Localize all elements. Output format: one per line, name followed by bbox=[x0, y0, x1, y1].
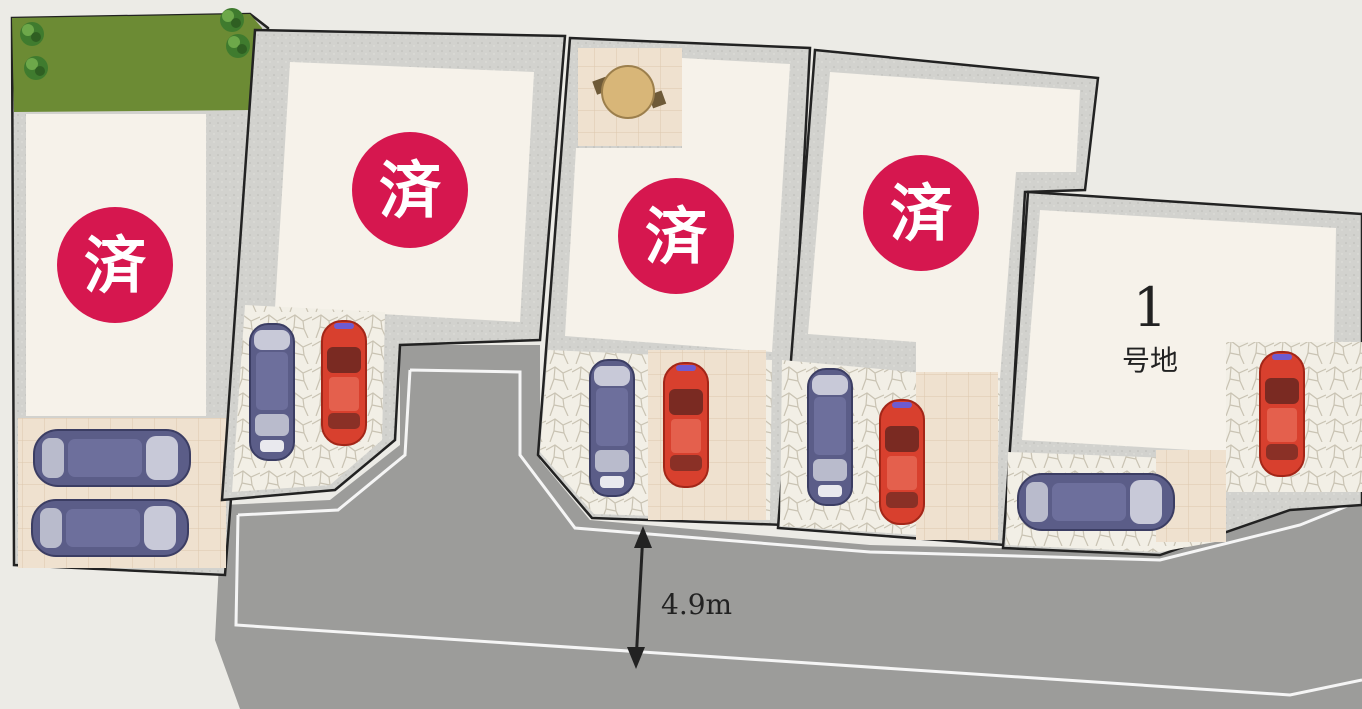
lot-c[interactable]: 済 bbox=[536, 36, 812, 527]
sold-badge bbox=[352, 132, 468, 248]
sold-badge-label: 済 bbox=[645, 200, 708, 273]
sold-badge-label: 済 bbox=[379, 154, 442, 227]
sold-badge-label: 済 bbox=[84, 229, 147, 302]
car-icon bbox=[249, 323, 295, 461]
car-icon bbox=[879, 399, 925, 525]
house-footprint bbox=[1022, 210, 1336, 452]
car-icon bbox=[31, 499, 189, 557]
lot-number: 1 bbox=[1133, 276, 1167, 339]
tree-icon bbox=[20, 22, 44, 46]
lot-a[interactable]: 済 bbox=[10, 8, 270, 577]
tree-icon bbox=[24, 56, 48, 80]
lot-d[interactable]: 済 bbox=[776, 48, 1100, 547]
tree-icon bbox=[220, 8, 244, 32]
car-icon bbox=[321, 320, 367, 446]
sold-badge bbox=[618, 178, 734, 294]
dimension-arrow-icon bbox=[627, 526, 652, 669]
tree-icon bbox=[226, 34, 250, 58]
car-icon bbox=[1017, 473, 1175, 531]
car-icon bbox=[663, 362, 709, 488]
lot-suffix: 号地 bbox=[1122, 344, 1178, 377]
road bbox=[215, 345, 1362, 709]
sold-badge bbox=[57, 207, 173, 323]
car-icon bbox=[807, 368, 853, 506]
car-icon bbox=[33, 429, 191, 487]
car-icon bbox=[589, 359, 635, 497]
car-icon bbox=[1259, 351, 1305, 477]
sold-badge bbox=[863, 155, 979, 271]
lot-1[interactable]: 1 号地 bbox=[1001, 190, 1362, 557]
green-space bbox=[12, 14, 262, 112]
lot-b[interactable]: 済 bbox=[220, 28, 567, 502]
sold-badge-label: 済 bbox=[890, 177, 953, 250]
patio-table-icon bbox=[592, 65, 667, 119]
road-width-label: 4.9m bbox=[661, 588, 732, 621]
